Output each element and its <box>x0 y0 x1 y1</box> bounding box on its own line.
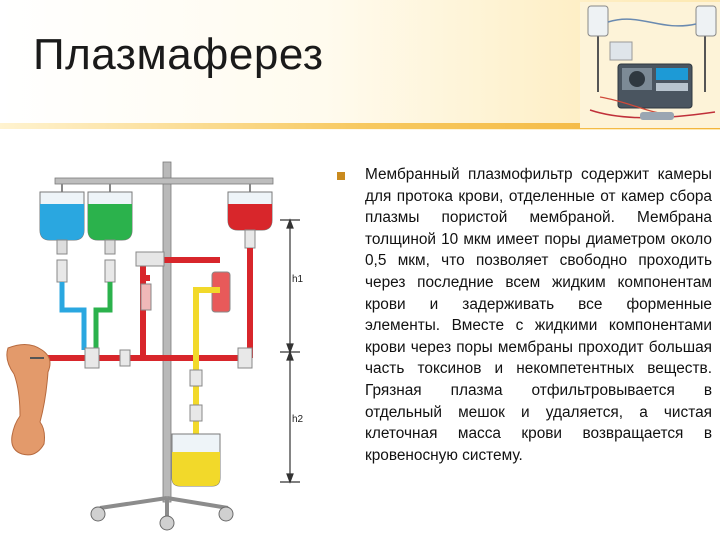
h2-label: h2 <box>292 414 304 425</box>
bullet-marker <box>337 172 345 180</box>
plasma-line <box>193 287 220 460</box>
stand <box>54 161 274 531</box>
bullet-paragraph: Мембранный плазмофильтр содержит камеры … <box>365 166 712 464</box>
header-divider <box>0 123 720 129</box>
blood-bag <box>227 184 273 249</box>
plasmapheresis-diagram: h1 h2 <box>6 161 304 531</box>
h1-label: h1 <box>292 274 304 285</box>
plasmapheresis-device-photo <box>580 2 720 128</box>
drip-chamber <box>140 283 152 311</box>
slide-title: Плазмаферез <box>33 30 324 79</box>
height-markers <box>280 218 300 484</box>
patient-arm <box>6 344 51 456</box>
plasma-collection-bag <box>171 433 221 487</box>
pump-head <box>135 251 165 267</box>
blue-solution-bag <box>39 184 85 283</box>
green-solution-bag <box>87 184 133 283</box>
